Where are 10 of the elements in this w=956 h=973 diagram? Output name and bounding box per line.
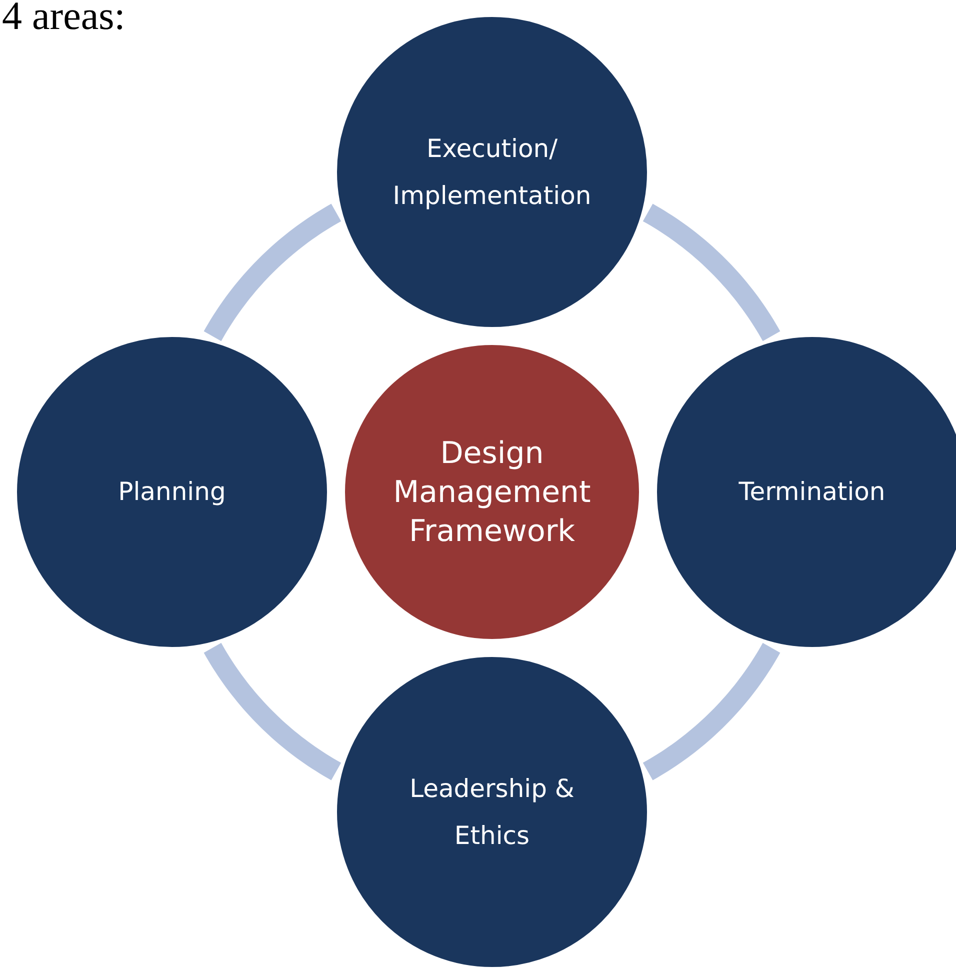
node-label: Execution/ Implementation <box>392 132 592 212</box>
heading-text: 4 areas: <box>2 0 126 39</box>
connector-arc <box>642 204 780 342</box>
connector-arc <box>204 204 342 342</box>
connector-arc <box>642 642 780 780</box>
connector-arc <box>204 642 342 780</box>
node-label: Planning <box>118 476 226 508</box>
node-label: Design Management Framework <box>392 434 592 550</box>
node-label: Leadership & Ethics <box>408 772 576 852</box>
node-label: Termination <box>738 476 886 508</box>
